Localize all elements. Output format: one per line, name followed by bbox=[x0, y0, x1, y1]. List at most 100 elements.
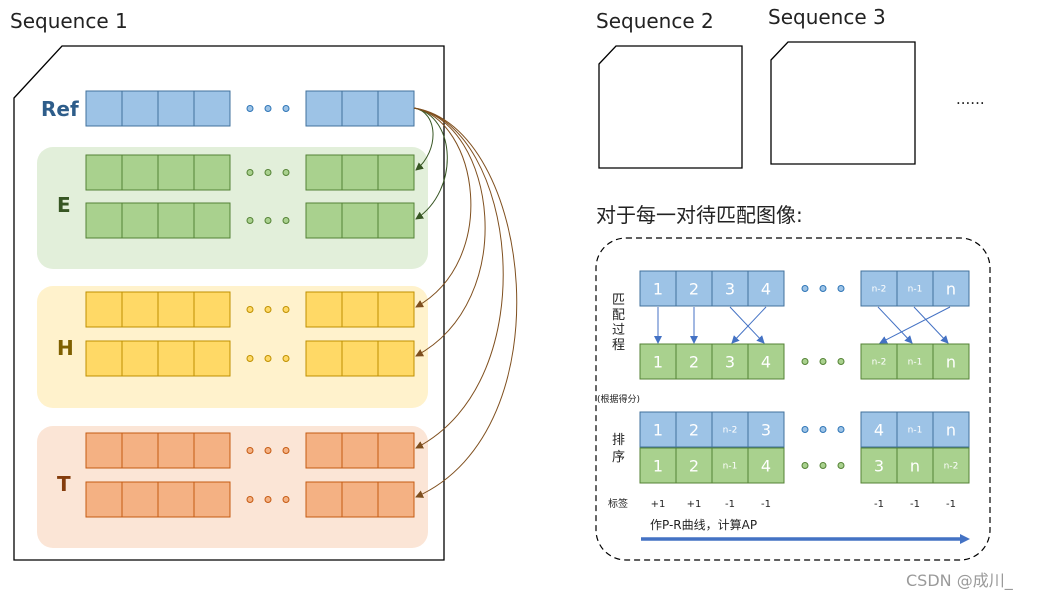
h-row-2-ellipsis-dot bbox=[264, 355, 272, 362]
t-row-1-ellipsis-dot bbox=[246, 447, 254, 454]
e-row-1-cell bbox=[193, 154, 231, 191]
match-top-row-cell-label: 1 bbox=[653, 280, 663, 299]
e-row-1-cell bbox=[377, 154, 415, 191]
arrow-ref-t1 bbox=[413, 107, 504, 449]
tag-label: 标签 bbox=[608, 497, 628, 510]
sequence-3-title: Sequence 3 bbox=[768, 5, 886, 29]
match-bottom-row-cell bbox=[896, 343, 934, 380]
t-row-1-cell bbox=[305, 432, 343, 469]
tag-value: -1 bbox=[946, 499, 956, 510]
match-process-label: 匹 配 过 程 bbox=[612, 293, 625, 353]
corr-arrow-3 bbox=[729, 306, 765, 344]
e-row-1-cell bbox=[157, 154, 195, 191]
match-bottom-row-cell bbox=[675, 343, 713, 380]
corr-arrow-7 bbox=[879, 306, 951, 344]
sort-label: 排 序 bbox=[612, 433, 625, 465]
sort-bottom-row-cell-label: 1 bbox=[653, 457, 663, 476]
e-row-2-cell bbox=[377, 202, 415, 239]
corr-arrow-4 bbox=[731, 306, 767, 344]
h-row-1-ellipsis-dot bbox=[246, 306, 254, 313]
ref-row-cell bbox=[341, 90, 379, 127]
sort-bottom-row-ellipsis-dot bbox=[819, 462, 827, 469]
process-heading: 对于每一对待匹配图像: bbox=[596, 203, 803, 227]
match-label-char-1: 匹 bbox=[612, 293, 625, 308]
sort-label-char-2: 序 bbox=[612, 450, 625, 465]
sort-bottom-row-ellipsis-dot bbox=[801, 462, 809, 469]
t-row-1-cell bbox=[121, 432, 159, 469]
t-row-2-cell bbox=[121, 481, 159, 518]
h-row-2-cell bbox=[305, 340, 343, 377]
match-bottom-row-cell-label: 4 bbox=[761, 353, 771, 372]
match-bottom-row-cell-label: n bbox=[946, 353, 956, 372]
tag-value: -1 bbox=[874, 499, 884, 510]
t-label: T bbox=[57, 472, 71, 496]
sort-top-row-cell bbox=[932, 411, 970, 448]
ref-row-cell bbox=[121, 90, 159, 127]
t-row-2-ellipsis-dot bbox=[246, 496, 254, 503]
e-row-2-cell bbox=[85, 202, 123, 239]
e-row-1-ellipsis-dot bbox=[264, 169, 272, 176]
tag-row: +1+1-1-1-1-1-1 bbox=[651, 499, 956, 510]
e-row-1-cell bbox=[121, 154, 159, 191]
t-row-1-cell bbox=[377, 432, 415, 469]
sequence-2-title: Sequence 2 bbox=[596, 9, 714, 33]
corr-arrow-6 bbox=[913, 306, 949, 344]
match-top-row-cell-label: n-1 bbox=[908, 285, 923, 295]
t-row-1-cell bbox=[341, 432, 379, 469]
match-bottom-row-ellipsis-dot bbox=[837, 358, 845, 365]
ref-row-cell bbox=[305, 90, 343, 127]
t-row-2-cell bbox=[193, 481, 231, 518]
e-row-2-ellipsis-dot bbox=[264, 217, 272, 224]
sort-top-row-cell bbox=[896, 411, 934, 448]
score-note: (根据得分) bbox=[597, 393, 640, 405]
e-row-2-ellipsis-dot bbox=[246, 217, 254, 224]
t-row-2-cell bbox=[377, 481, 415, 518]
ref-row-ellipsis-dot bbox=[246, 105, 254, 112]
ref-row-cell bbox=[85, 90, 123, 127]
e-row-1-ellipsis-dot bbox=[282, 169, 290, 176]
h-row-1-cell bbox=[85, 291, 123, 328]
match-bottom-row-ellipsis-dot bbox=[801, 358, 809, 365]
corr-arrow-5 bbox=[877, 306, 913, 344]
sequence-1-title: Sequence 1 bbox=[10, 9, 128, 33]
tag-value: -1 bbox=[725, 499, 735, 510]
match-top-row-cell-label: n bbox=[946, 280, 956, 299]
tag-value: -1 bbox=[910, 499, 920, 510]
ref-label: Ref bbox=[41, 97, 79, 121]
sort-bottom-row-cell bbox=[860, 447, 898, 484]
sort-bottom-row-cell-label: n-1 bbox=[723, 462, 738, 472]
sort-bottom-row-ellipsis-dot bbox=[837, 462, 845, 469]
ref-row-cell bbox=[193, 90, 231, 127]
e-row-1-cell bbox=[85, 154, 123, 191]
sort-top-row-cell bbox=[711, 411, 749, 448]
sort-top-row-cell-label: 3 bbox=[761, 421, 771, 440]
e-row-2 bbox=[85, 202, 415, 239]
arrow-ref-h1 bbox=[413, 107, 472, 308]
arrow-ref-h2 bbox=[413, 107, 486, 357]
t-row-1 bbox=[85, 432, 415, 469]
match-top-row-cell-label: 4 bbox=[761, 280, 771, 299]
h-row-1-cell bbox=[193, 291, 231, 328]
ref-row-ellipsis-dot bbox=[282, 105, 290, 112]
h-row-2-cell bbox=[377, 340, 415, 377]
sort-top-row-cell bbox=[747, 411, 785, 448]
match-top-row-cell-label: 3 bbox=[725, 280, 735, 299]
sort-bottom-row-cell bbox=[747, 447, 785, 484]
h-row-1 bbox=[85, 291, 415, 328]
h-row-2-ellipsis-dot bbox=[246, 355, 254, 362]
sort-top-row-ellipsis-dot bbox=[819, 426, 827, 433]
match-bottom-row-cell-label: 3 bbox=[725, 353, 735, 372]
process-panel-border bbox=[595, 237, 991, 561]
t-row-2-cell bbox=[305, 481, 343, 518]
sort-bottom-row-cell-label: n bbox=[910, 457, 920, 476]
h-row-2 bbox=[85, 340, 415, 377]
sort-top-row-cell-label: 1 bbox=[653, 421, 663, 440]
t-row-2-ellipsis-dot bbox=[282, 496, 290, 503]
match-label-char-2: 配 bbox=[612, 308, 625, 323]
match-label-char-4: 程 bbox=[612, 338, 625, 353]
sort-bottom-row-cell-label: 2 bbox=[689, 457, 699, 476]
h-row-1-cell bbox=[305, 291, 343, 328]
